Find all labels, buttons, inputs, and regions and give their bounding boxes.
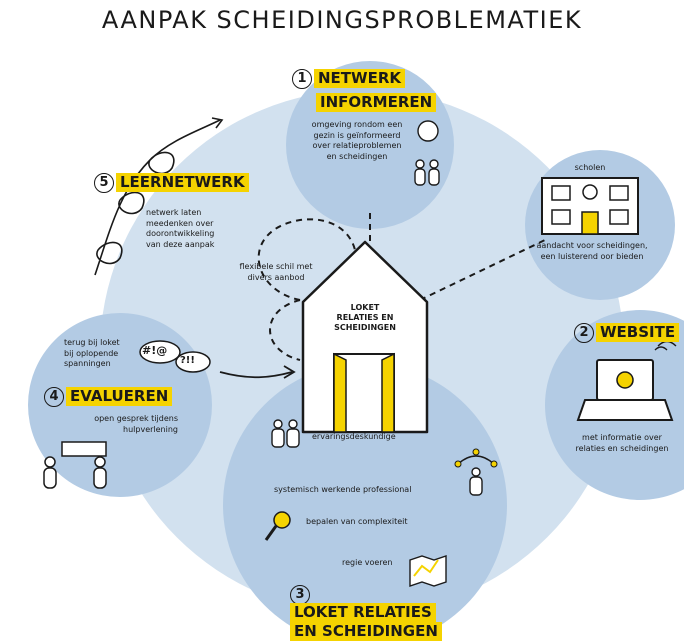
speech-bubble-2: ?!! — [180, 355, 195, 366]
house-icon — [301, 240, 429, 434]
step4-text-line: hulpverlening — [123, 424, 178, 434]
step5-text-line: meedenken over — [146, 218, 214, 228]
house-label-line: SCHEIDINGEN — [334, 323, 396, 332]
shell-text-line: divers aanbod — [247, 272, 305, 282]
laptop-icon — [576, 340, 677, 421]
school-icon — [541, 177, 639, 235]
step1-text-line: omgeving rondom een — [311, 120, 403, 129]
step3-heading-line1: LOKET RELATIES — [290, 603, 436, 622]
step4-number: 4 — [44, 386, 64, 407]
step3-heading-line2: EN SCHEIDINGEN — [290, 622, 442, 641]
shell-text-line: flexibele schil met — [239, 262, 313, 271]
loket-item-1: ervaringsdeskundige — [312, 432, 396, 441]
step1-heading2-wrap: INFORMEREN — [316, 92, 437, 112]
step1-text-line: gezin is geïnformeerd — [313, 130, 401, 140]
step4-heading-label: EVALUEREN — [66, 387, 173, 406]
step4-top-text: terug bij loket bij oplopende spanningen — [64, 338, 144, 370]
step1-text-line: over relatieproblemen — [312, 141, 402, 150]
magnifier-icon — [264, 511, 291, 541]
step2-text-line: relaties en scheidingen — [575, 443, 669, 453]
schools-text: aandacht voor scheidingen, een luisteren… — [528, 241, 656, 262]
house-label-line: RELATIES EN — [336, 313, 394, 322]
loket-item-2: systemisch werkende professional — [274, 485, 412, 494]
step1-heading-line1: NETWERK — [314, 69, 405, 88]
step5-text-line: van deze aanpak — [146, 239, 215, 249]
schools-label: scholen — [574, 163, 606, 172]
step1-number: 1 — [292, 68, 312, 89]
bubble-shape-2 — [175, 351, 211, 373]
shell-text: flexibele schil met divers aanbod — [226, 262, 326, 283]
page-title: AANPAK SCHEIDINGSPROBLEMATIEK — [101, 6, 583, 34]
map-icon — [409, 555, 447, 587]
step1-text-line: en scheidingen — [326, 151, 388, 161]
loket-item-3: bepalen van complexiteit — [306, 517, 408, 526]
step5-number: 5 — [94, 172, 114, 193]
step1-heading-line2: INFORMEREN — [316, 93, 437, 112]
schools-text-line: een luisterend oor bieden — [540, 251, 644, 261]
step4-text: open gesprek tijdens hulpverlening — [68, 414, 178, 435]
house-label-line: LOKET — [350, 303, 380, 312]
speech-bubble-1: #!@ — [142, 344, 168, 357]
step2-heading-label: WEBSITE — [596, 323, 680, 342]
step5-heading-label: LEERNETWERK — [116, 173, 249, 192]
step4-top-line: bij oplopende — [64, 348, 119, 358]
step3-heading2-wrap: EN SCHEIDINGEN — [290, 621, 442, 641]
step2-text-line: met informatie over — [582, 433, 662, 442]
step2-text: met informatie over relaties en scheidin… — [563, 433, 681, 454]
step5-text-line: netwerk laten — [146, 208, 202, 217]
step5-text-line: doorontwikkeling — [146, 229, 215, 238]
bubble-shape-1 — [139, 340, 181, 364]
step4-top-line: terug bij loket — [64, 338, 120, 347]
house-label: LOKET RELATIES EN SCHEIDINGEN — [320, 303, 410, 333]
schools-text-line: aandacht voor scheidingen, — [536, 241, 648, 250]
step4-text-line: open gesprek tijdens — [94, 414, 178, 423]
step3-heading: LOKET RELATIES — [290, 602, 436, 622]
step4-top-line: spanningen — [64, 359, 111, 368]
step5-text: netwerk laten meedenken over doorontwikk… — [146, 208, 236, 250]
step1-text: omgeving rondom een gezin is geïnformeer… — [302, 120, 412, 162]
step2-number: 2 — [574, 322, 594, 343]
loket-item-4: regie voeren — [342, 558, 393, 567]
